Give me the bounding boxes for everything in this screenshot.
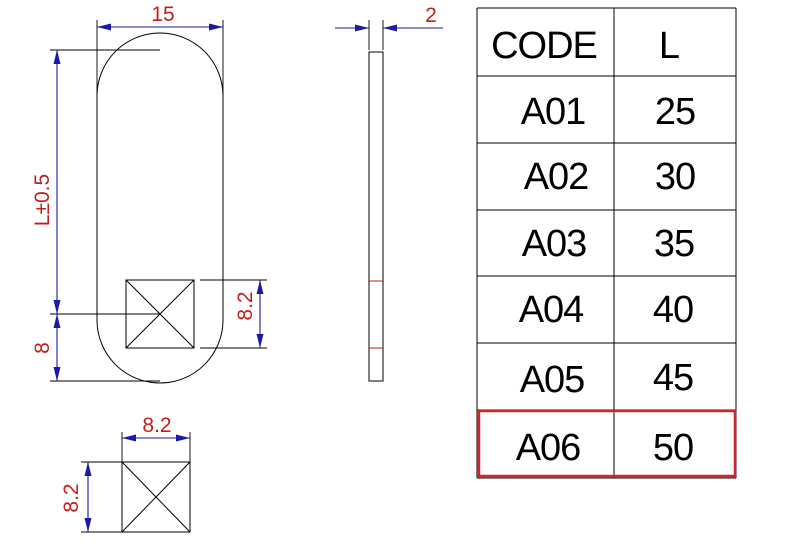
side-view-outline <box>368 51 384 382</box>
table-cell-code: A03 <box>522 223 587 265</box>
front-offset-arrow-bottom <box>53 367 61 381</box>
table-cell-code: A01 <box>521 91 586 133</box>
table-cell-code: A02 <box>524 156 589 198</box>
table-cell-code: A06 <box>516 427 581 469</box>
detail-width-dim-label: 8.2 <box>142 414 171 437</box>
front-width-dim-label: 15 <box>151 3 174 26</box>
detail-view: 8.2 8.2 <box>60 414 191 533</box>
table-cell-length: 40 <box>653 289 693 331</box>
front-offset-dim-label: 8 <box>31 342 54 354</box>
highlighted-row-frame <box>477 409 737 478</box>
detail-width-arrow-right <box>176 434 190 442</box>
detail-height-arrow-bottom <box>84 518 92 532</box>
front-width-arrow-right <box>209 23 223 31</box>
table-cell-code: A04 <box>519 289 584 331</box>
side-thickness-dim-label: 2 <box>425 4 437 27</box>
front-view: 15 L±0.5 8 8.2 <box>31 3 267 384</box>
detail-height-arrow-top <box>84 462 92 476</box>
front-view-outline <box>96 32 224 384</box>
front-hole-arrow-bottom <box>256 334 264 348</box>
table-cell-length: 35 <box>654 223 694 265</box>
detail-square <box>121 461 191 533</box>
side-thickness-arrow-left <box>355 24 369 32</box>
table-cell-length: 45 <box>653 357 693 399</box>
front-length-arrow-top <box>53 50 61 64</box>
side-view: 2 <box>335 4 443 382</box>
detail-height-dim-label: 8.2 <box>60 483 83 512</box>
front-hole-arrow-top <box>256 280 264 294</box>
front-width-arrow-left <box>97 23 111 31</box>
table-cell-length: 50 <box>653 427 693 469</box>
front-length-arrow-bottom <box>53 300 61 314</box>
table-header-code: CODE <box>491 25 597 67</box>
table-cell-length: 25 <box>655 91 695 133</box>
table-header-l: L <box>659 25 679 67</box>
detail-width-arrow-left <box>122 434 136 442</box>
detail-diagonal-b <box>121 461 191 533</box>
front-hole-dim-label: 8.2 <box>234 291 257 320</box>
side-thickness-arrow-right <box>383 24 397 32</box>
front-offset-arrow-top <box>53 314 61 328</box>
table-cell-length: 30 <box>655 156 695 198</box>
code-length-table: CODE L A01 25 A02 30 A03 35 A04 40 A05 4… <box>476 7 737 479</box>
front-length-dim-label: L±0.5 <box>31 174 54 226</box>
table-cell-code: A05 <box>520 359 585 401</box>
